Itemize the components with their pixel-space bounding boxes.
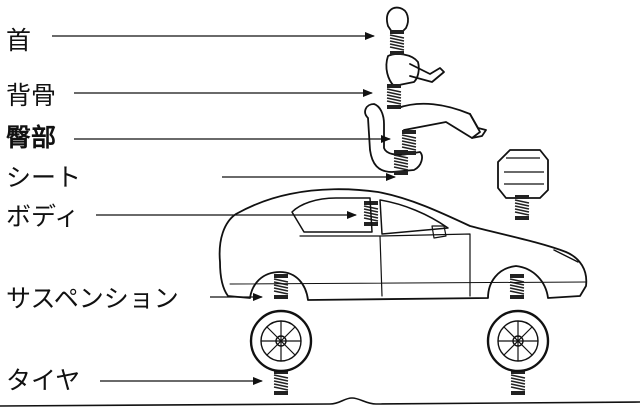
label-suspension: サスペンション — [6, 284, 179, 313]
spring-engine — [514, 194, 530, 221]
wheel-front — [249, 309, 313, 373]
arm-outline — [409, 63, 445, 83]
car-body — [218, 188, 588, 301]
spring-seat — [393, 149, 409, 176]
human-figure — [364, 6, 487, 173]
engine-block — [497, 149, 549, 199]
spring-spine — [386, 83, 402, 110]
spring-tire-rear — [510, 369, 526, 396]
bumper-line — [229, 281, 587, 285]
label-spine: 背骨 — [6, 81, 57, 110]
road-line — [0, 397, 640, 407]
label-body: ボディ — [6, 202, 80, 231]
head-outline — [386, 6, 409, 33]
wheel-rear — [486, 309, 550, 373]
label-neck: 首 — [6, 26, 32, 55]
foot-outline — [469, 113, 487, 139]
headlight — [553, 249, 579, 263]
spring-neck — [389, 29, 405, 56]
label-seat: シート — [6, 163, 82, 192]
spring-tire-front — [273, 369, 289, 396]
mirror — [431, 225, 447, 239]
thigh-outline — [397, 102, 481, 139]
label-hip: 臀部 — [6, 123, 57, 152]
spring-suspension-rear — [509, 273, 525, 300]
car-outline — [218, 188, 588, 301]
door-line — [299, 233, 471, 297]
spring-suspension-front — [273, 273, 289, 300]
window-outline — [291, 197, 449, 235]
torso-outline — [385, 53, 420, 87]
label-tire: タイヤ — [6, 366, 81, 395]
